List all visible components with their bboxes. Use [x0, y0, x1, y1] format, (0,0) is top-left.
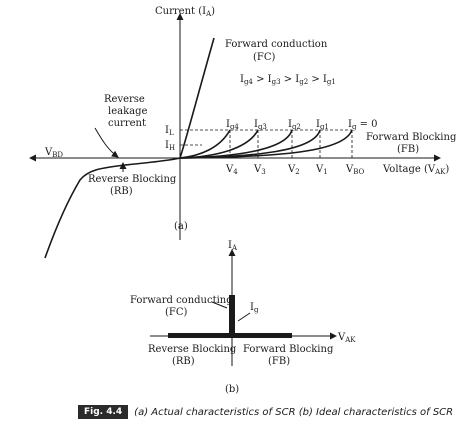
figure-caption-text: (a) Actual characteristics of SCR (b) Id… [134, 406, 454, 418]
forward-conduction-curve [179, 37, 215, 159]
forward-conducting-pointer [211, 301, 228, 309]
reverse-blocking-label-b: Reverse Blocking [148, 344, 237, 355]
figure-number-badge: Fig. 4.4 [78, 405, 129, 419]
il-label: IL [165, 125, 174, 137]
reverse-leakage-label-line3: current [108, 118, 146, 129]
forward-blocking-label-a: Forward Blocking [366, 132, 457, 143]
gate-current-label-g: Ig = 0 [348, 119, 378, 131]
voltage-label-bo: VBO [345, 164, 365, 176]
ig-pointer [237, 312, 251, 322]
vak-label: VAK [337, 332, 356, 344]
ideal-reverse-blocking-bar [168, 333, 232, 338]
gate-current-label-g3: Ig3 [254, 119, 267, 131]
ig-label: Ig [250, 302, 259, 314]
ideal-forward-blocking-bar [232, 333, 292, 338]
ia-label: IA [228, 240, 238, 252]
gate-current-labels: Ig4 Ig3 Ig2 Ig1 Ig = 0 [226, 119, 378, 131]
forward-conduction-label: Forward conduction [225, 39, 328, 50]
panel-a-label: (a) [174, 221, 188, 232]
gate-current-label-g1: Ig1 [316, 119, 329, 131]
voltage-axis-label: Voltage (VAK) [382, 164, 449, 176]
voltage-label-3: V3 [253, 164, 266, 176]
reverse-leakage-label-line2: leakage [108, 106, 148, 117]
fb-label-b: (FB) [268, 356, 290, 367]
gate-current-label-g2: Ig2 [288, 119, 301, 131]
reverse-leakage-arrow [94, 127, 119, 158]
voltage-label-1: V1 [315, 164, 328, 176]
rb-label-a: (RB) [110, 186, 133, 197]
fc-label-a: (FC) [253, 52, 275, 63]
reverse-characteristic-curve [44, 157, 181, 259]
panel-b-label: (b) [225, 384, 239, 395]
voltage-label-2: V2 [287, 164, 300, 176]
fc-label-b: (FC) [165, 307, 187, 318]
gate-current-label-g4: Ig4 [226, 119, 239, 131]
ih-label: IH [165, 140, 175, 152]
ideal-forward-conduction-bar [229, 295, 235, 336]
gate-current-inequality: Ig4 > Ig3 > Ig2 > Ig1 [240, 74, 336, 86]
voltage-tick-labels: V4 V3 V2 V1 VBO [225, 164, 365, 176]
forward-conducting-label: Forward conducting [130, 295, 233, 306]
panel-a: Current (IA) Voltage (VAK) VBD IL IH Ig4… [29, 6, 457, 259]
rb-label-b: (RB) [172, 356, 195, 367]
voltage-label-4: V4 [225, 164, 238, 176]
vbd-label: VBD [44, 147, 63, 159]
forward-blocking-curve-ig0 [179, 129, 353, 159]
fb-label-a: (FB) [397, 144, 419, 155]
reverse-blocking-label-a: Reverse Blocking [88, 174, 177, 185]
current-axis-label: Current (IA) [155, 6, 215, 18]
panel-b: IA VAK Forward conducting (FC) Ig Revers… [130, 240, 356, 395]
figure-caption: Fig. 4.4 (a) Actual characteristics of S… [78, 404, 453, 420]
reverse-leakage-label-line1: Reverse [104, 94, 145, 105]
forward-blocking-label-b: Forward Blocking [243, 344, 334, 355]
